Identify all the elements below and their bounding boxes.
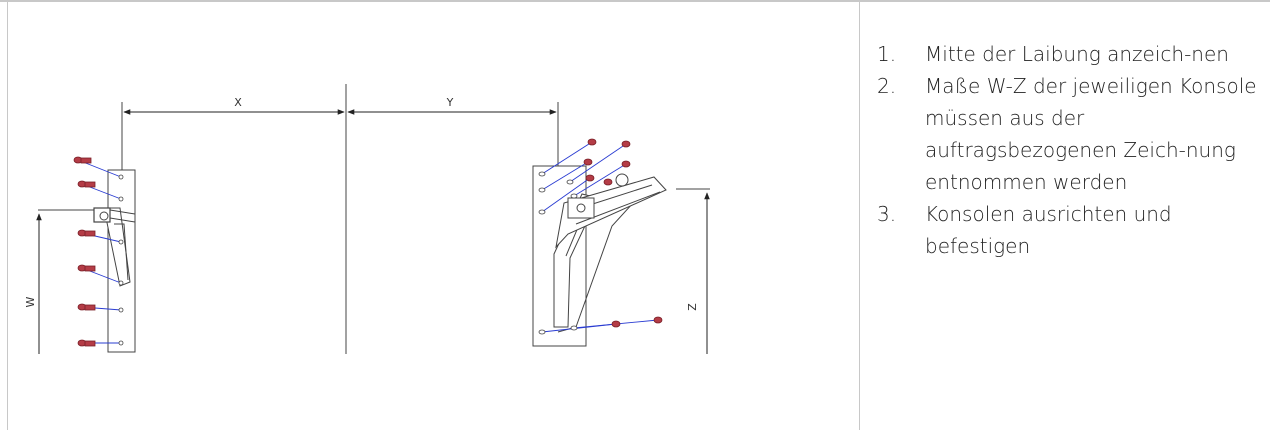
dimension-y-label: Y xyxy=(446,96,454,109)
dimension-x-label: X xyxy=(234,96,242,109)
dimension-x: X xyxy=(121,96,345,172)
left-console xyxy=(73,156,136,353)
top-border xyxy=(0,0,1270,2)
dimension-y: Y xyxy=(347,96,559,170)
instruction-number: 2. xyxy=(877,74,897,98)
instruction-text: Maße W-Z der jeweiligen Konsole müssen a… xyxy=(925,74,1257,194)
right-console xyxy=(532,138,667,347)
left-border xyxy=(7,2,8,430)
mounting-drawing: X Y W Z xyxy=(24,84,710,354)
instruction-list: 1. Mitte der Laibung anzeich-nen 2. Maße… xyxy=(874,38,1266,262)
instruction-text: Mitte der Laibung anzeich-nen xyxy=(925,42,1229,66)
dimension-w-label: W xyxy=(24,296,37,307)
instruction-text: Konsolen ausrichten und befestigen xyxy=(925,202,1172,258)
instruction-number: 1. xyxy=(877,42,897,66)
column-divider xyxy=(859,2,860,430)
instruction-item: 2. Maße W-Z der jeweiligen Konsole müsse… xyxy=(874,70,1266,198)
dimension-w: W xyxy=(24,209,103,354)
instruction-item: 1. Mitte der Laibung anzeich-nen xyxy=(874,38,1266,70)
instruction-number: 3. xyxy=(877,202,897,226)
instruction-item: 3. Konsolen ausrichten und befestigen xyxy=(874,198,1266,262)
dimension-z-label: Z xyxy=(686,303,699,311)
dimension-z: Z xyxy=(676,188,710,354)
